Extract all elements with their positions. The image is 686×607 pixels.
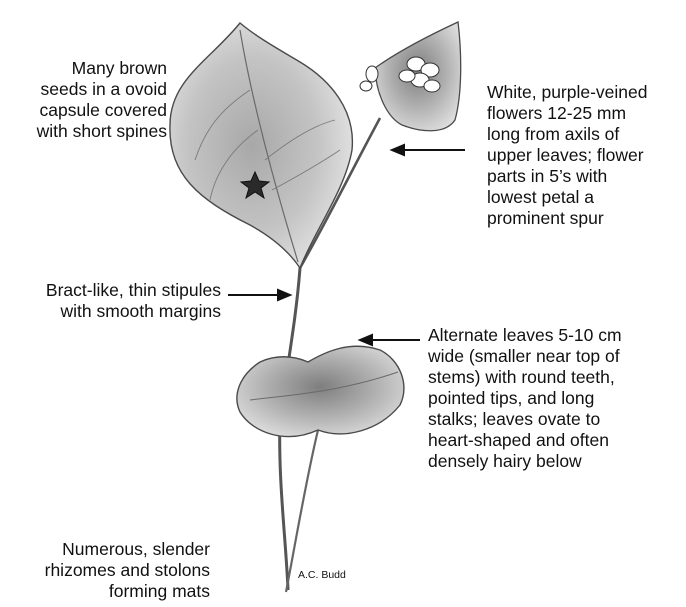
rhizomes-label: Numerous, slender rhizomes and stolons f… bbox=[45, 539, 210, 602]
flowers-label: White, purple-veined flowers 12-25 mm lo… bbox=[487, 82, 648, 229]
lower-leaf-stalk bbox=[286, 430, 318, 592]
leaves-label: Alternate leaves 5-10 cm wide (smaller n… bbox=[428, 325, 622, 472]
illustrator-credit: A.C. Budd bbox=[298, 569, 346, 581]
upper-leaf bbox=[170, 23, 352, 268]
stipules-label: Bract-like, thin stipules with smooth ma… bbox=[46, 280, 221, 322]
seeds-label: Many brown seeds in a ovoid capsule cove… bbox=[37, 58, 167, 142]
